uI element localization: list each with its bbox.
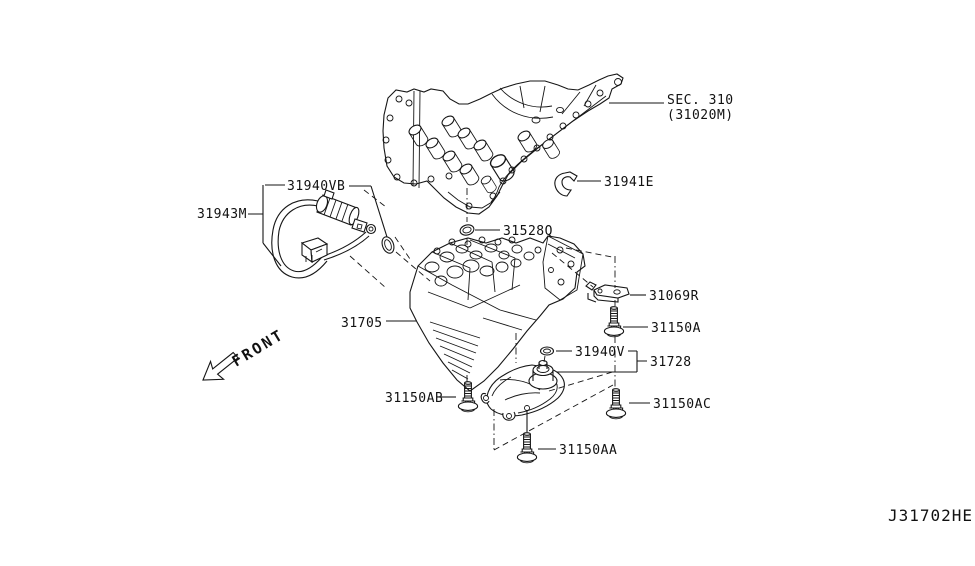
drawing-code: J31702HE bbox=[888, 506, 973, 525]
label-31069r: 31069R bbox=[649, 289, 699, 304]
transmission-case-drawing bbox=[382, 73, 624, 215]
leader-lines bbox=[248, 102, 664, 450]
label-front: FRONT bbox=[229, 325, 288, 370]
oring-31940v-drawing bbox=[539, 346, 555, 356]
clip-drawing bbox=[554, 171, 578, 197]
labels: SEC. 310 (31020M) 31941E 31940VB 31943M … bbox=[197, 93, 973, 525]
label-sec310-code: (31020M) bbox=[667, 108, 734, 123]
cover-drawing bbox=[480, 359, 565, 421]
harness-drawing bbox=[271, 189, 395, 279]
bolt-31150aa-drawing bbox=[516, 432, 538, 464]
front-arrow bbox=[202, 351, 239, 381]
case-flange-holes bbox=[382, 89, 604, 210]
label-31150ab: 31150AB bbox=[385, 391, 443, 406]
bolt-31150a-drawing bbox=[603, 306, 625, 338]
valve-body-drawing bbox=[409, 235, 586, 392]
label-31940vb: 31940VB bbox=[287, 179, 345, 194]
label-31150a: 31150A bbox=[651, 321, 701, 336]
oring-31528q-drawing bbox=[459, 224, 475, 236]
label-31528q: 31528Q bbox=[503, 224, 553, 239]
valve-body-caps bbox=[424, 236, 542, 287]
label-31728: 31728 bbox=[650, 355, 692, 370]
bolt-31150ac-drawing bbox=[605, 388, 627, 420]
label-31943m: 31943M bbox=[197, 207, 247, 222]
center-lines bbox=[349, 188, 617, 451]
bracket-drawing bbox=[585, 281, 630, 303]
label-31940v: 31940V bbox=[575, 345, 625, 360]
label-31941e: 31941E bbox=[604, 175, 654, 190]
label-31150aa: 31150AA bbox=[559, 443, 617, 458]
label-31705: 31705 bbox=[341, 316, 383, 331]
label-31150ac: 31150AC bbox=[653, 397, 711, 412]
label-sec310: SEC. 310 bbox=[667, 93, 734, 108]
